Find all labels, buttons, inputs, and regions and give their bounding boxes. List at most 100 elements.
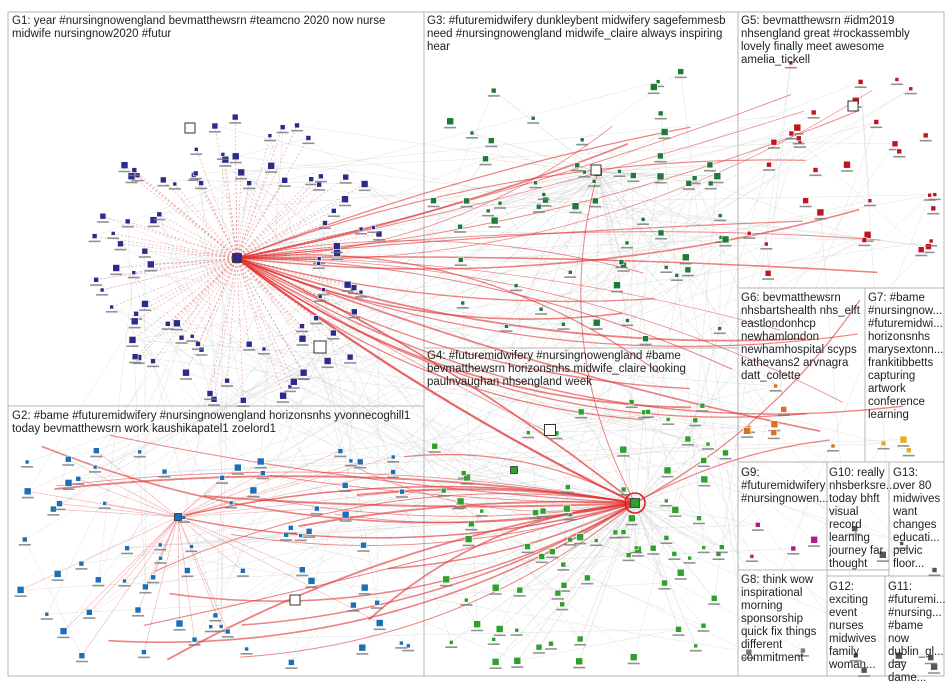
node — [161, 468, 168, 475]
node-label-mark — [510, 289, 523, 292]
node-label-mark — [814, 217, 827, 220]
node — [469, 130, 475, 136]
edge — [335, 502, 636, 524]
node — [591, 179, 597, 184]
node-label-mark — [236, 575, 249, 577]
node — [211, 122, 219, 130]
node-label-mark — [697, 630, 710, 632]
node — [561, 321, 566, 327]
node-label-mark — [697, 465, 710, 468]
node-label-mark — [57, 636, 70, 639]
edge — [174, 183, 238, 259]
node-label-mark — [848, 533, 861, 536]
node-label-mark — [681, 444, 694, 446]
node-label-mark — [128, 326, 141, 329]
node — [240, 396, 247, 404]
node — [696, 515, 702, 522]
node — [592, 318, 601, 327]
edge — [628, 502, 636, 556]
node-label-mark — [62, 488, 75, 490]
edge — [46, 127, 283, 615]
edge — [634, 470, 668, 504]
node — [497, 200, 503, 206]
edge — [236, 257, 804, 342]
edge — [236, 231, 881, 259]
node-label-mark — [609, 536, 622, 539]
edge — [191, 257, 238, 337]
edge — [120, 243, 468, 478]
node — [624, 240, 630, 246]
node — [289, 377, 298, 386]
node-label-mark — [460, 205, 473, 208]
edge — [236, 94, 792, 259]
node — [464, 535, 473, 543]
edge — [236, 180, 285, 259]
node — [705, 441, 711, 447]
edge — [702, 195, 930, 406]
edge — [579, 219, 644, 538]
node-label-mark — [807, 117, 820, 119]
node-label-mark — [924, 662, 937, 665]
node-label-mark — [284, 390, 296, 393]
edge — [116, 267, 464, 474]
node-label-mark — [277, 401, 290, 403]
node-label-mark — [658, 588, 671, 590]
edge — [377, 540, 597, 603]
edge — [361, 228, 865, 241]
node-label-mark — [927, 212, 940, 215]
node-label-mark — [215, 630, 228, 633]
group-label-g2: G2: #bame #futuremidwifery #nursingnowen… — [12, 410, 411, 435]
edge — [132, 339, 776, 387]
edge — [236, 125, 614, 259]
node-label-mark — [452, 507, 465, 510]
node-label-mark — [157, 184, 170, 187]
node — [91, 233, 98, 239]
node-label-mark — [827, 450, 839, 452]
node — [430, 197, 437, 204]
edge — [63, 88, 911, 632]
edge — [543, 164, 710, 195]
node-label-mark — [229, 161, 242, 164]
node — [899, 435, 908, 444]
node-label-mark — [621, 324, 634, 327]
node — [92, 464, 98, 470]
node — [532, 509, 539, 516]
node — [192, 170, 199, 177]
node — [576, 635, 584, 643]
node-label-mark — [574, 644, 587, 646]
node-label-mark — [466, 137, 478, 139]
node — [463, 597, 469, 603]
node-label-mark — [745, 560, 758, 562]
node-label-mark — [704, 187, 717, 190]
node-label-mark — [672, 634, 685, 636]
node — [665, 417, 671, 422]
node — [350, 308, 358, 316]
node — [693, 643, 699, 649]
node-label-mark — [219, 165, 232, 167]
edge — [215, 233, 750, 616]
edge — [133, 272, 564, 325]
node-label-mark — [331, 258, 344, 261]
node — [316, 181, 322, 188]
node-label-mark — [545, 648, 557, 650]
node-label-mark — [858, 675, 871, 677]
edge — [597, 171, 667, 268]
hub-node — [232, 253, 242, 263]
edge — [597, 171, 695, 179]
node — [350, 284, 358, 291]
edge — [236, 257, 623, 320]
node — [160, 176, 167, 184]
edge — [575, 171, 599, 207]
node-label-mark — [137, 656, 150, 659]
edge — [634, 502, 681, 573]
node — [718, 544, 725, 550]
node — [857, 79, 864, 85]
node-label-mark — [90, 284, 103, 286]
edge — [485, 158, 599, 173]
edge — [133, 272, 154, 362]
edge — [134, 257, 238, 322]
edge — [563, 564, 750, 653]
node — [267, 133, 273, 138]
node-label-mark — [341, 290, 354, 292]
node — [208, 624, 213, 630]
